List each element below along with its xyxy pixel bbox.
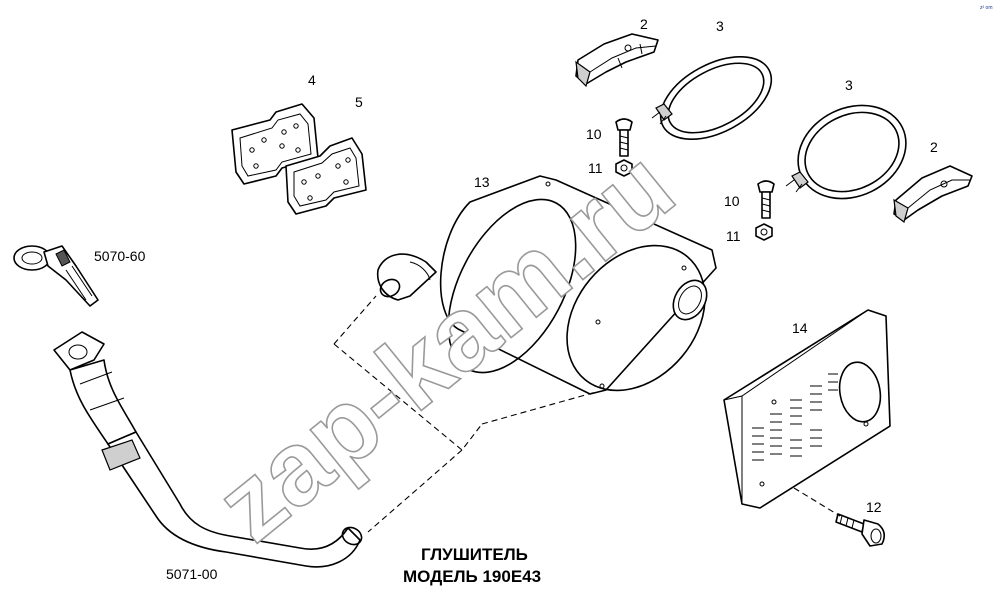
part-5-gasket xyxy=(285,137,367,215)
callout-2-top: 2 xyxy=(640,16,648,32)
callout-14: 14 xyxy=(792,320,808,336)
shield-slots xyxy=(752,373,869,487)
callout-5: 5 xyxy=(355,94,363,110)
callout-2-right: 2 xyxy=(930,139,938,155)
part-11-nut-top xyxy=(615,159,633,177)
callout-12: 12 xyxy=(866,499,882,515)
part-12-bolt xyxy=(835,513,886,547)
corner-mark: z² om xyxy=(980,5,993,11)
part-5070-60-clamp xyxy=(13,245,99,307)
part-2-bracket-top xyxy=(575,33,659,88)
callout-10-top: 10 xyxy=(586,126,602,142)
callout-11-right: 11 xyxy=(726,228,741,244)
part-10-bolt-right xyxy=(757,180,775,219)
dashed-line-bolt-to-shield xyxy=(793,487,841,517)
dashed-line-pipe-to-muffler xyxy=(333,295,597,451)
callout-3-right: 3 xyxy=(845,77,853,93)
diagram-title-line-2: МОДЕЛЬ 190Е43 xyxy=(403,567,541,586)
part-4-gasket xyxy=(231,103,319,185)
part-14-heat-shield xyxy=(723,309,891,509)
part-2-bracket-right xyxy=(893,165,973,224)
callout-4: 4 xyxy=(308,72,316,88)
part-13-muffler xyxy=(376,175,717,395)
callout-10-right: 10 xyxy=(724,193,740,209)
callout-13: 13 xyxy=(474,174,490,190)
diagram-title-line-1: ГЛУШИТЕЛЬ xyxy=(421,545,528,564)
part-3-clamp-right xyxy=(785,104,907,200)
callout-11-top: 11 xyxy=(588,160,603,176)
callout-5071-00: 5071-00 xyxy=(166,566,218,582)
part-5071-00-exhaust-pipe xyxy=(53,331,363,568)
part-10-bolt-top xyxy=(615,118,633,157)
dashed-line-pipe-end xyxy=(367,449,463,533)
callout-3-top: 3 xyxy=(716,18,724,34)
part-3-clamp-top xyxy=(651,56,773,140)
callout-5070-60: 5070-60 xyxy=(94,248,146,264)
part-11-nut-right xyxy=(755,223,773,241)
